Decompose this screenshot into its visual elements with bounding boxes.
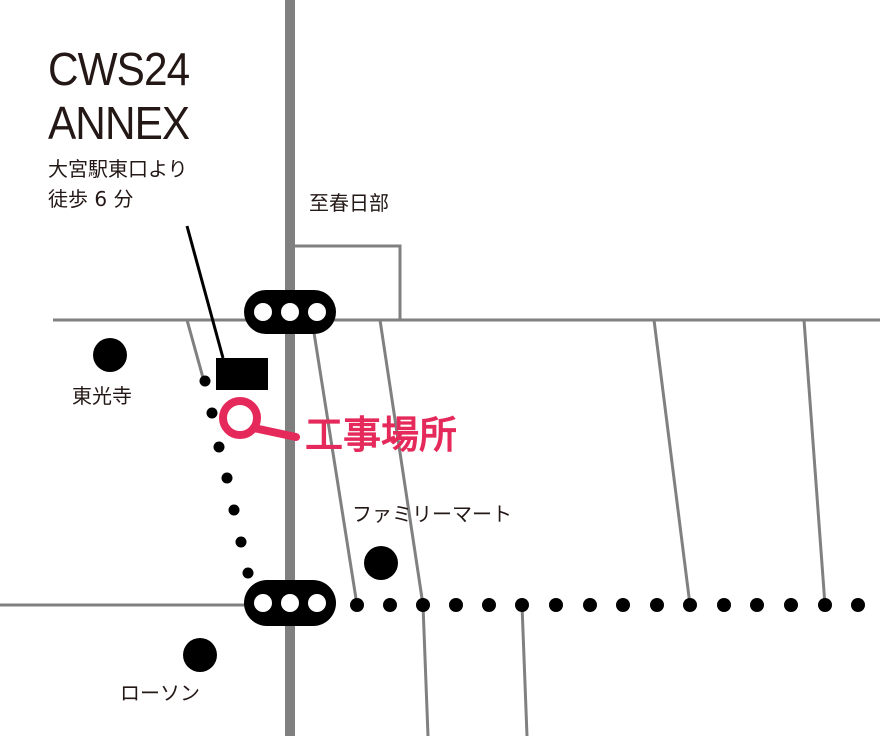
construction-site-label: 工事場所 [305,413,458,457]
building-name-line1: CWS24 [48,43,190,95]
landmark-familymart-marker [364,546,398,580]
side-road [310,319,359,606]
familymart-label: ファミリーマート [352,502,512,526]
construction-site-pin-icon [219,397,300,441]
traffic-signal-upper [244,290,336,334]
access-line1: 大宮駅東口より [48,157,188,181]
traffic-signal-lower [244,580,336,626]
side-road [652,319,692,606]
access-line2: 徒歩 6 分 [48,187,134,211]
side-road [185,319,207,386]
building-leader-line [185,225,225,359]
landmark-lawson-marker [183,638,217,672]
side-road [378,319,425,606]
walking-route [199,375,865,612]
temple-label: 東光寺 [72,384,132,408]
side-road [421,604,430,736]
direction-label: 至春日部 [309,191,389,215]
landmark-temple-marker [93,338,127,372]
building-name-line2: ANNEX [48,97,190,149]
side-road [802,319,827,606]
lawson-label: ローソン [120,681,200,705]
building-marker [216,358,268,390]
road-junction-box [290,244,402,320]
side-road [520,604,529,736]
